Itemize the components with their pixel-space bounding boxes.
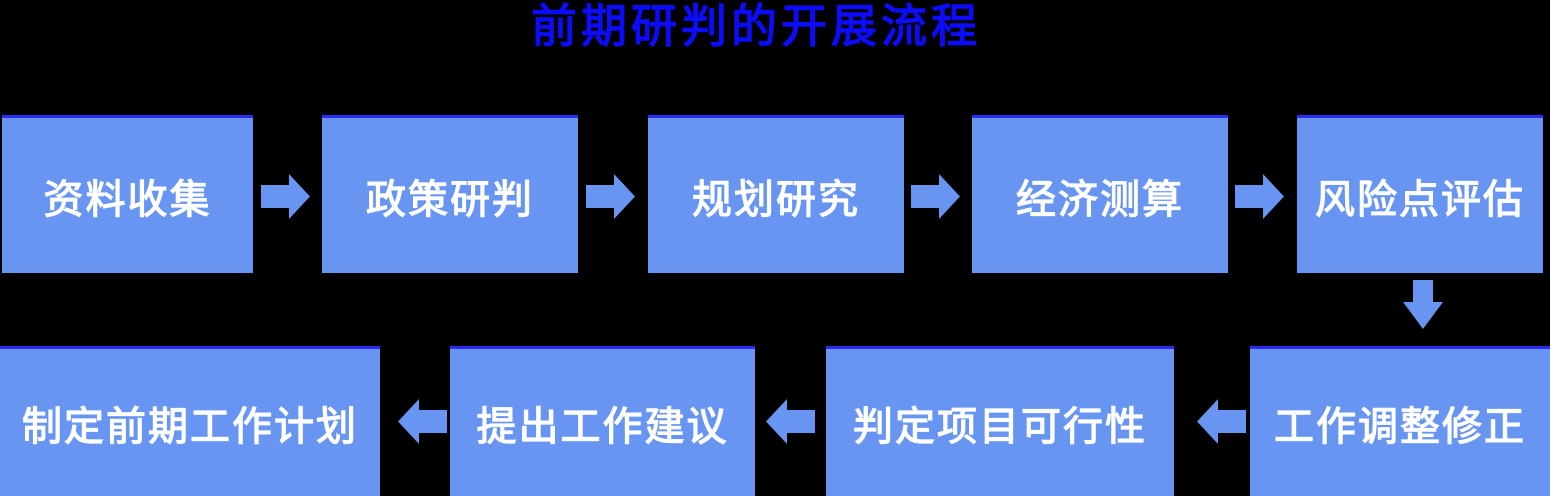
arrow-left-icon <box>1197 399 1246 444</box>
flow-step-4-label: 经济测算 <box>1016 177 1184 222</box>
flow-step-3-label: 规划研究 <box>692 177 860 222</box>
arrow-down-icon <box>1403 280 1443 329</box>
flow-step-1-box: 资料收集 <box>2 115 253 273</box>
flow-step-2-box: 政策研判 <box>322 115 578 273</box>
arrow-left-icon <box>766 399 815 444</box>
arrow-right-icon <box>1235 174 1284 219</box>
arrow-right-icon <box>911 174 960 219</box>
flow-step-8-label: 提出工作建议 <box>476 404 729 449</box>
flow-step-2-label: 政策研判 <box>366 177 534 222</box>
flow-step-9-box: 制定前期工作计划 <box>0 346 380 496</box>
flow-step-6-label: 工作调整修正 <box>1274 404 1526 449</box>
flow-step-5-box: 风险点评估 <box>1297 115 1543 273</box>
flow-step-7-box: 判定项目可行性 <box>826 346 1174 496</box>
flow-step-7-label: 判定项目可行性 <box>853 404 1147 449</box>
flow-step-6-box: 工作调整修正 <box>1250 346 1550 496</box>
arrow-left-icon <box>398 399 447 444</box>
flow-step-5-label: 风险点评估 <box>1315 177 1525 222</box>
flow-step-3-box: 规划研究 <box>648 115 904 273</box>
flow-step-1-label: 资料收集 <box>43 177 212 222</box>
diagram-title: 前期研判的开展流程 <box>531 0 981 52</box>
arrow-right-icon <box>261 174 310 219</box>
flow-step-9-label: 制定前期工作计划 <box>22 404 358 449</box>
flow-step-8-box: 提出工作建议 <box>450 346 755 496</box>
arrow-right-icon <box>586 174 635 219</box>
flow-step-4-box: 经济测算 <box>972 115 1228 273</box>
